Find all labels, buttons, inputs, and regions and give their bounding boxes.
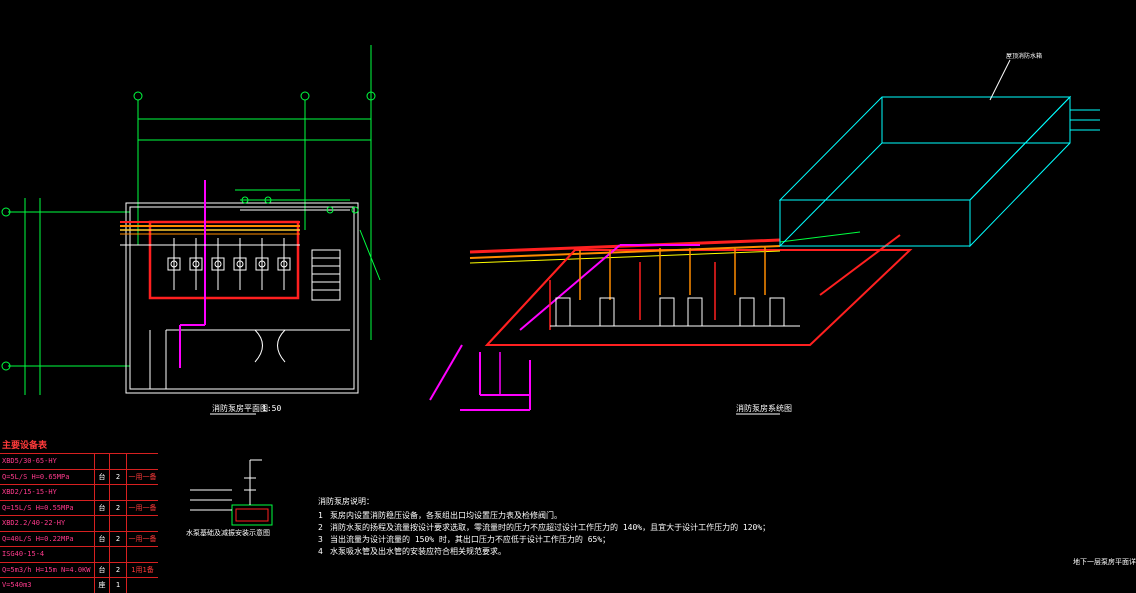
qty-cell: 1 xyxy=(110,578,127,593)
qty-cell: 2 xyxy=(110,562,127,577)
note-cell xyxy=(127,516,158,531)
detail-title: 水泵基础及减振安装示意图 xyxy=(186,529,270,537)
table-row: Q=40L/S H=0.22MPa N=22KW 台 2 一用一备 xyxy=(0,530,158,546)
note-cell: 1用1备 xyxy=(131,565,154,574)
qty-cell xyxy=(110,547,127,562)
qty-cell xyxy=(110,516,127,531)
table-row: XBD2/15-15-HY xyxy=(0,484,158,500)
spec-cell: V=540m3 xyxy=(0,578,95,593)
note-cell xyxy=(127,547,158,562)
unit-cell xyxy=(95,547,110,562)
plan-pipes xyxy=(120,180,381,368)
note-cell: 一用一备 xyxy=(128,472,157,481)
plan-axis-grid xyxy=(1,45,376,395)
unit-cell xyxy=(95,454,110,469)
unit-cell: 台 xyxy=(95,469,110,484)
system-isometric-pipes xyxy=(429,231,913,411)
spec-cell: ISG40-15-4 xyxy=(0,547,95,562)
unit-cell: 台 xyxy=(95,562,110,577)
table-row: ISG40-15-4 xyxy=(0,546,158,562)
note-cell: 一用一备 xyxy=(128,503,157,512)
table-row: Q=5m3/h H=15m N=4.0KW 台 2 1用1备 xyxy=(0,561,158,577)
cad-drawing-canvas xyxy=(1,45,1100,526)
pump-foundation-detail xyxy=(190,459,273,526)
table-row: V=540m3 座 1 xyxy=(0,577,158,593)
equipment-table-header: 主要设备表 xyxy=(2,441,48,451)
qty-cell xyxy=(110,454,127,469)
spec-cell: XBD2/15-15-HY xyxy=(0,485,95,500)
note-cell xyxy=(127,454,158,469)
spec-cell: Q=5L/S H=0.65MPa N=45KW xyxy=(0,469,95,484)
unit-cell: 台 xyxy=(95,531,110,546)
note-cell xyxy=(127,578,158,593)
note-cell xyxy=(127,485,158,500)
system-title: 消防泵房系统图 xyxy=(736,404,792,413)
notes-title: 消防泵房说明： xyxy=(318,497,374,506)
qty-cell: 2 xyxy=(110,469,127,484)
spec-cell: Q=15L/S H=0.55MPa N=15KW xyxy=(0,500,95,515)
spec-cell: Q=5m3/h H=15m N=4.0KW xyxy=(0,562,95,577)
table-row: Q=15L/S H=0.55MPa N=15KW 台 2 一用一备 xyxy=(0,499,158,515)
plan-scale: 1:50 xyxy=(262,404,282,413)
plan-title: 消防泵房平面图 xyxy=(212,404,268,413)
unit-cell xyxy=(95,485,110,500)
spec-cell: Q=40L/S H=0.22MPa N=22KW xyxy=(0,531,95,546)
plan-walls xyxy=(125,202,359,394)
pump-units xyxy=(167,238,291,290)
rooftop-water-tank xyxy=(778,59,1100,248)
table-row: XBD2.2/40-22-HY xyxy=(0,515,158,531)
qty-cell: 2 xyxy=(110,531,127,546)
table-row: Q=5L/S H=0.65MPa N=45KW 台 2 一用一备 xyxy=(0,468,158,484)
qty-cell xyxy=(110,485,127,500)
spec-cell: XBD5/30-65-HY xyxy=(0,454,95,469)
sheet-title: 地下一层泵房平面详图 xyxy=(1073,558,1136,566)
unit-cell xyxy=(95,516,110,531)
spec-cell: XBD2.2/40-22-HY xyxy=(0,516,95,531)
equipment-table: 主要设备表 XBD5/30-65-HY Q=5L/S H=0.65MPa N=4… xyxy=(0,439,158,593)
table-row: XBD5/30-65-HY xyxy=(0,453,158,469)
unit-cell: 台 xyxy=(95,500,110,515)
system-pump-symbols xyxy=(550,297,800,327)
qty-cell: 2 xyxy=(110,500,127,515)
tank-label: 屋顶消防水箱 xyxy=(1006,53,1043,60)
note-cell: 一用一备 xyxy=(128,534,157,543)
unit-cell: 座 xyxy=(95,578,110,593)
